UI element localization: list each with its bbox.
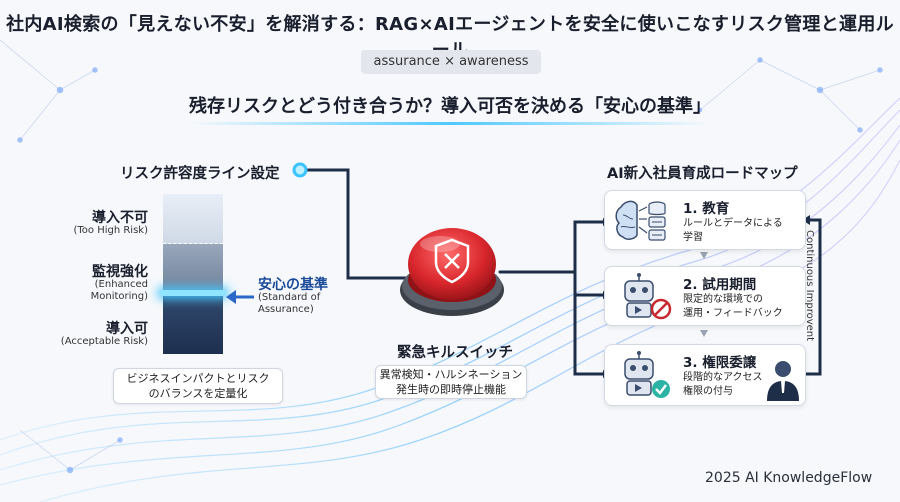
roadmap-heading: AI新入社員育成ロードマップ	[607, 166, 798, 182]
roadmap-step-education: 1. 教育 ルールとデータによる 学習	[604, 190, 806, 250]
level-too-high-sub: (Too High Risk)	[73, 225, 148, 236]
continuous-improvement-label: Continuous Improvent	[804, 230, 815, 342]
level-acceptable-sub: (Acceptable Risk)	[60, 336, 148, 347]
robot-check-icon	[624, 351, 670, 398]
assurance-standard-label: 安心の基準	[258, 277, 328, 293]
shield-x-icon	[434, 238, 470, 284]
level-acceptable-label: 導入可	[106, 321, 148, 337]
level-enhanced-sub: (Enhanced Monitoring)	[90, 279, 148, 302]
step-trial-desc: 限定的な環境での 運用・フィードバック	[683, 294, 783, 319]
step-delegation-title: 3. 権限委譲	[683, 355, 757, 371]
step-education-title: 1. 教育	[683, 201, 730, 217]
roadmap-step-delegation: 3. 権限委譲 段階的なアクセス 権限の付与	[604, 344, 806, 406]
kill-switch-note: 異常検知・ハルシネーション 発生時の即時停止機能	[375, 365, 527, 399]
risk-bar-too-high	[163, 194, 223, 244]
person-icon	[767, 361, 799, 401]
level-too-high-label: 導入不可	[92, 210, 148, 226]
kill-switch-button[interactable]	[392, 208, 512, 326]
subtitle-underline	[190, 122, 710, 125]
level-enhanced-label: 監視強化	[92, 264, 148, 280]
brain-data-icon	[615, 200, 666, 241]
business-impact-note: ビジネスインパクトとリスク のバランスを定量化	[113, 368, 283, 404]
arrow-left-icon	[226, 290, 254, 304]
assurance-standard-sub: (Standard of Assurance)	[258, 292, 321, 315]
risk-bar-acceptable	[163, 294, 223, 354]
step-trial-title: 2. 試用期間	[683, 277, 757, 293]
kill-switch-label: 緊急キルスイッチ	[397, 345, 513, 361]
roadmap-step-trial: 2. 試用期間 限定的な環境での 運用・フィードバック	[604, 266, 806, 326]
risk-bar-enhanced	[163, 244, 223, 294]
step-delegation-desc: 段階的なアクセス 権限の付与	[683, 372, 763, 397]
risk-tolerance-heading: リスク許容度ライン設定	[120, 166, 280, 182]
tagline-badge: assurance × awareness	[361, 50, 541, 74]
section-subtitle: 残存リスクとどう付き合うか？導入可否を決める「安心の基準」	[189, 96, 711, 117]
step-education-desc: ルールとデータによる 学習	[683, 218, 783, 243]
robot-prohibited-icon	[624, 273, 672, 320]
assurance-standard-line	[160, 290, 226, 296]
footer-credit: 2025 AI KnowledgeFlow	[705, 470, 873, 486]
risk-bar-divider	[163, 243, 223, 244]
